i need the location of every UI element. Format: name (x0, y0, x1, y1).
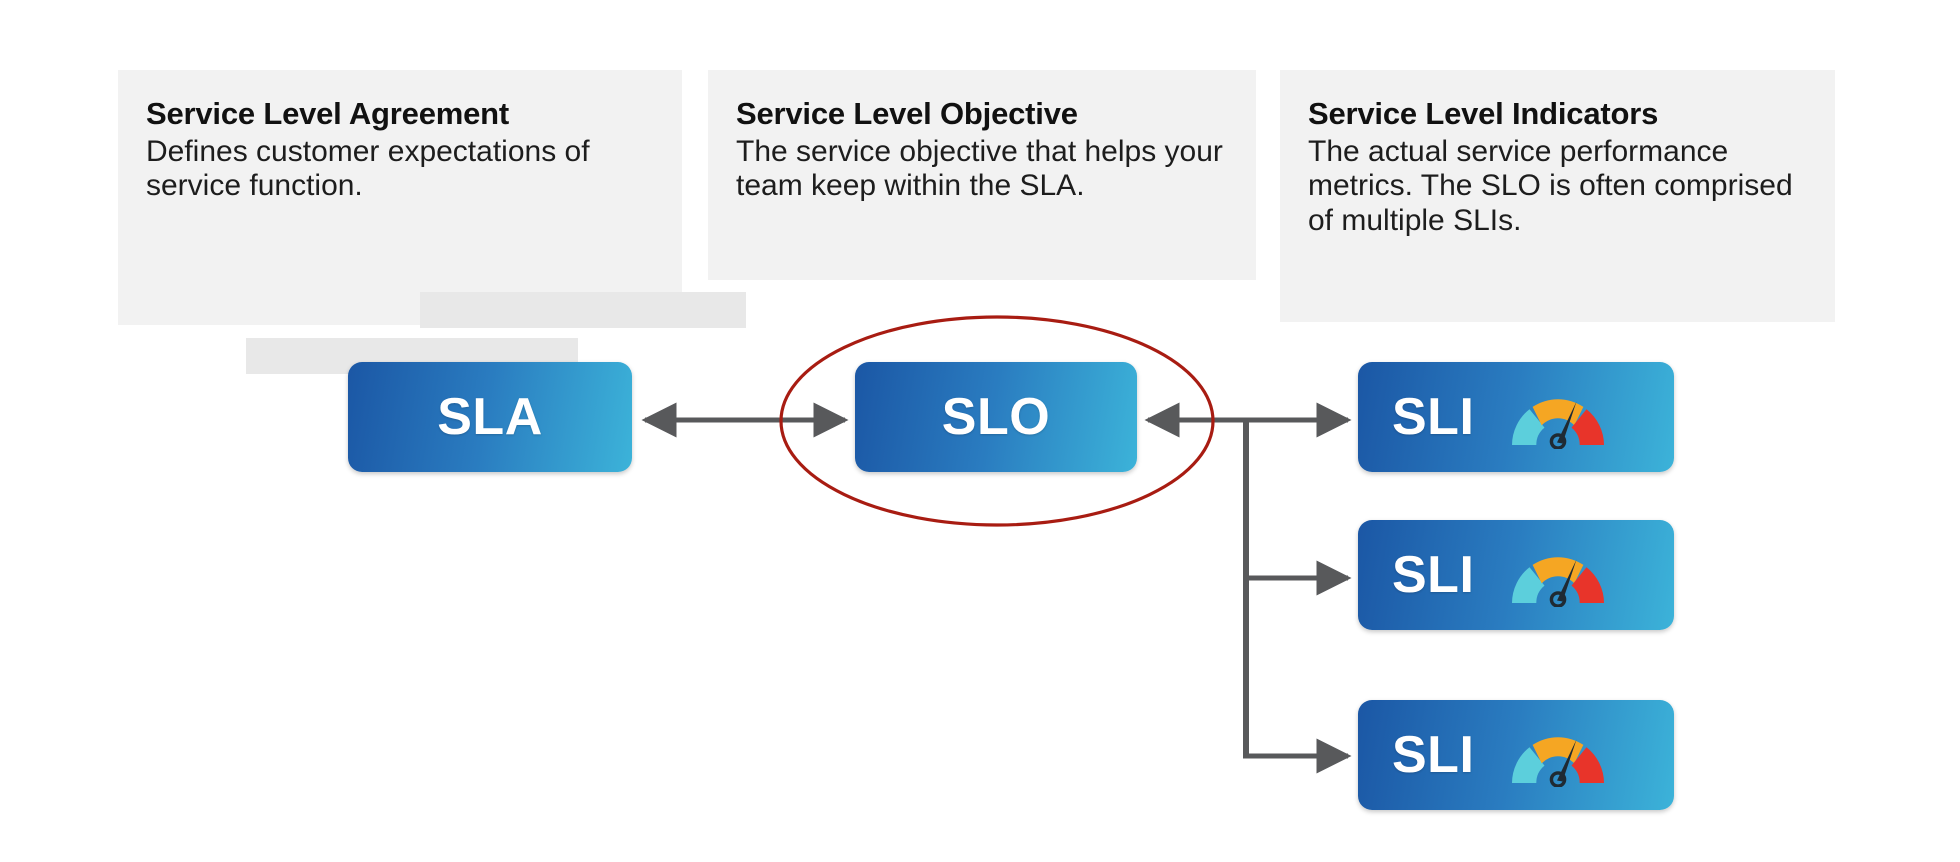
node-sla-label: SLA (437, 388, 543, 446)
node-sli-2[interactable]: SLI (1358, 520, 1674, 630)
card-body-sla: Defines customer expectations of service… (146, 134, 590, 203)
redacted-bar-1 (420, 292, 746, 328)
card-body-sli: The actual service performance metrics. … (1308, 134, 1793, 238)
node-sla[interactable]: SLA (348, 362, 632, 472)
definition-card-sla: Service Level Agreement Defines customer… (118, 70, 746, 374)
node-sli-1[interactable]: SLI (1358, 362, 1674, 472)
card-title-slo: Service Level Objective (736, 96, 1078, 131)
gauge-icon-3 (1512, 737, 1605, 787)
node-slo-label: SLO (941, 388, 1051, 446)
card-title-sla: Service Level Agreement (146, 96, 509, 131)
node-slo[interactable]: SLO (855, 362, 1137, 472)
card-title-sli: Service Level Indicators (1308, 96, 1659, 131)
card-body-slo: The service objective that helps your te… (736, 134, 1223, 203)
node-sli-1-label: SLI (1392, 388, 1475, 446)
definition-card-slo: Service Level Objective The service obje… (708, 70, 1256, 280)
gauge-icon-2 (1512, 557, 1605, 607)
node-sli-2-label: SLI (1392, 546, 1475, 604)
node-sli-3[interactable]: SLI (1358, 700, 1674, 810)
node-sli-3-label: SLI (1392, 726, 1475, 784)
definition-card-sli: Service Level Indicators The actual serv… (1280, 70, 1835, 322)
gauge-icon-1 (1512, 399, 1605, 449)
